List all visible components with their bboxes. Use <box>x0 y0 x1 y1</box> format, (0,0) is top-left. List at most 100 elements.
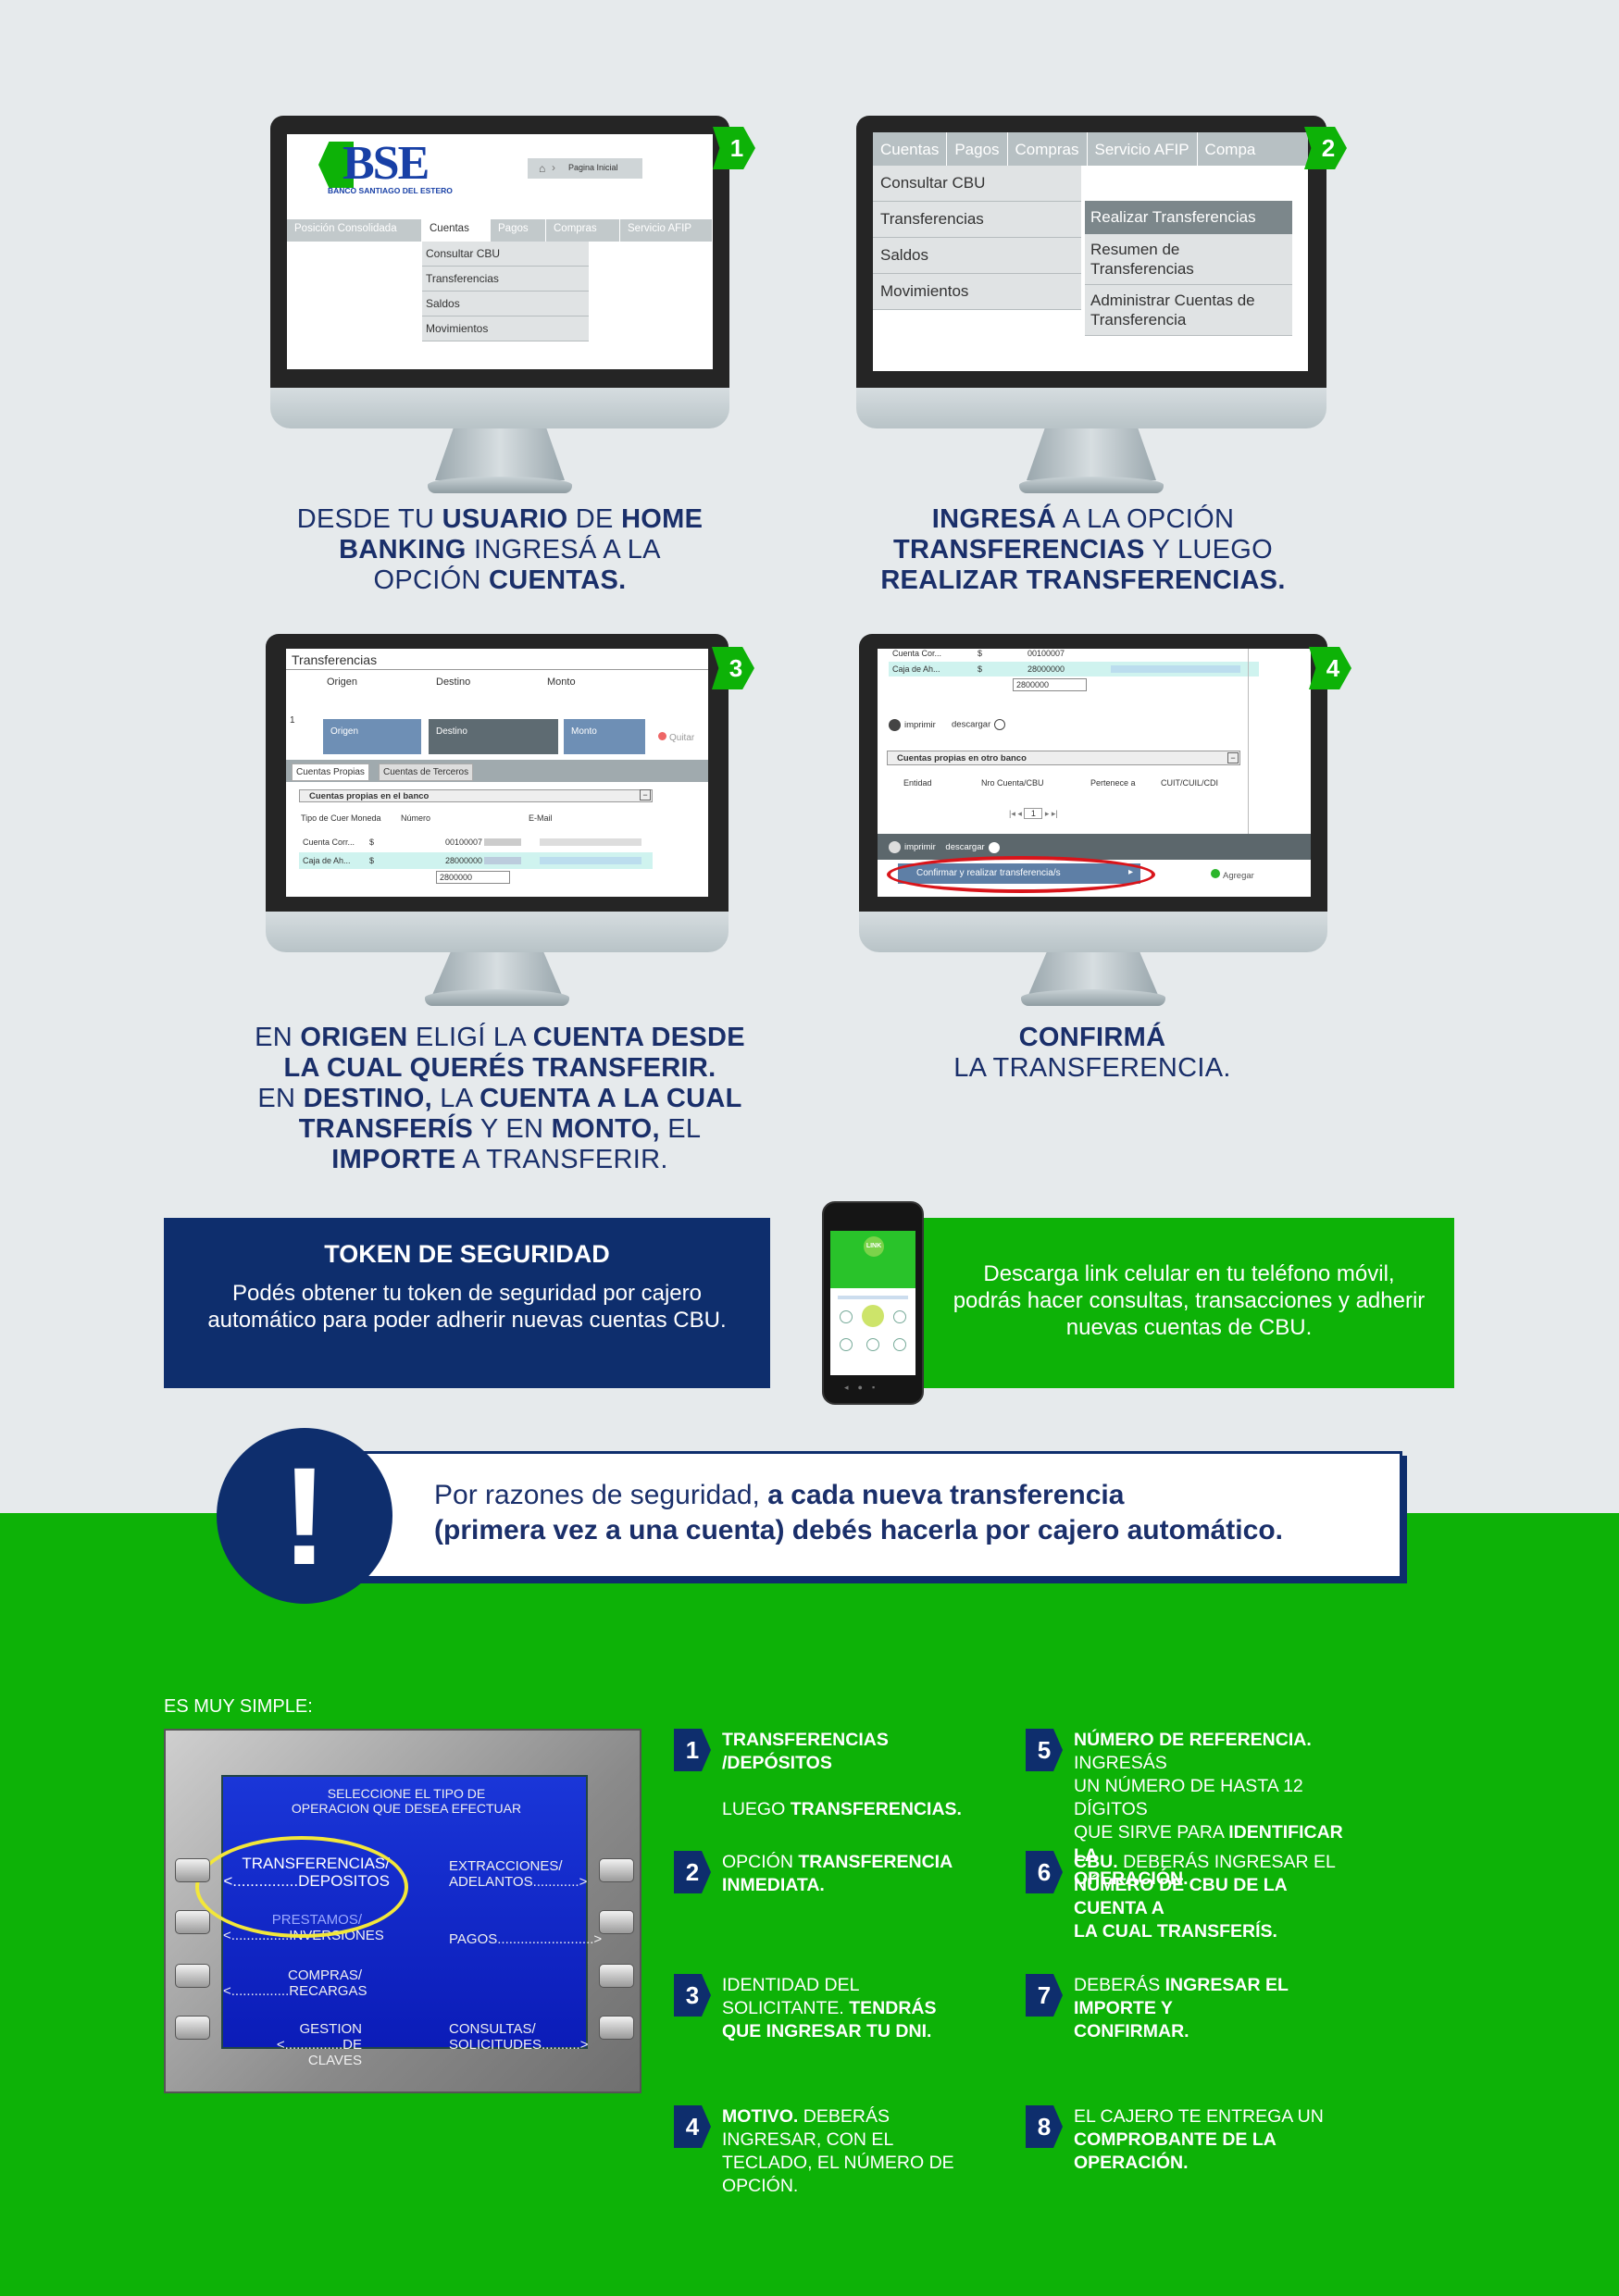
menu-compras[interactable]: Compras <box>546 219 620 242</box>
cuentas-submenu: Consultar CBU Transferencias Saldos Movi… <box>422 242 589 341</box>
tab-cuentas-terceros[interactable]: Cuentas de Terceros <box>379 763 474 781</box>
remove-icon <box>658 732 666 740</box>
download-icon <box>988 841 1000 853</box>
menu-pagos[interactable]: Pagos <box>491 219 546 242</box>
phone-screen: LINK <box>830 1231 915 1375</box>
flyout-resumen[interactable]: Resumen de Transferencias <box>1085 234 1292 285</box>
submenu-transferencias[interactable]: Transferencias <box>422 267 589 292</box>
monitor-3: Transferencias Origen Destino Monto 1 Or… <box>266 634 754 1013</box>
table-row[interactable]: Caja de Ah... $ 28000000 <box>889 662 1259 676</box>
submenu-movimientos[interactable]: Movimientos <box>422 316 589 341</box>
caption-step-3: EN ORIGEN ELIGÍ LA CUENTA DESDE LA CUAL … <box>255 1023 745 1174</box>
step-number: 4 <box>674 2105 711 2148</box>
link-body: Descarga link celular en tu teléfono móv… <box>953 1261 1426 1340</box>
number-tooltip: 2800000 <box>1013 678 1087 691</box>
monitor-3-screen: Transferencias Origen Destino Monto 1 Or… <box>286 649 708 897</box>
transfer-title: Transferencias <box>292 652 378 667</box>
destino-select[interactable]: Destino <box>429 719 558 754</box>
monto-input[interactable]: Monto <box>564 719 645 754</box>
collapse-icon[interactable]: − <box>1227 752 1239 763</box>
menu-cuentas[interactable]: Cuentas <box>422 219 491 242</box>
flyout-administrar[interactable]: Administrar Cuentas de Transferencia <box>1085 285 1292 336</box>
monitor-2-screen: Cuentas Pagos Compras Servicio AFIP Comp… <box>873 132 1308 371</box>
print-icon <box>889 841 901 853</box>
add-icon <box>1211 869 1220 878</box>
atm-option-compras[interactable]: COMPRAS/<...............RECARGAS <box>223 1967 367 1999</box>
print-link[interactable]: imprimir <box>889 719 936 731</box>
bse-logo: BSE BANCO SANTIAGO DEL ESTERO <box>318 137 467 197</box>
atm-highlight-ellipse <box>195 1836 408 1938</box>
home-button[interactable]: ⌂ › Pagina Inicial <box>528 158 642 179</box>
menu-afip[interactable]: Servicio AFIP <box>620 219 713 242</box>
link-info-box: Descarga link celular en tu teléfono móv… <box>924 1218 1454 1388</box>
number-tooltip: 2800000 <box>436 871 510 884</box>
monitor-4: Cuenta Cor... $ 00100007 Caja de Ah... $… <box>859 634 1351 1013</box>
flyout-realizar[interactable]: Realizar Transferencias <box>1085 201 1292 234</box>
atm-display: SELECCIONE EL TIPO DE OPERACION QUE DESE… <box>195 1775 603 2068</box>
table-row[interactable]: Cuenta Corr... $ 00100007 <box>299 834 653 850</box>
collapse-icon[interactable]: − <box>640 789 651 800</box>
menu2-compras[interactable]: Compras <box>1008 132 1088 166</box>
add-link[interactable]: Agregar <box>1211 869 1254 881</box>
phone-illustration: LINK ◂●▪ <box>822 1201 924 1405</box>
submenu2-saldos[interactable]: Saldos <box>873 238 1081 274</box>
token-body: Podés obtener tu token de seguridad por … <box>207 1281 727 1333</box>
atm-option-extracciones[interactable]: EXTRACCIONES/ADELANTOS............> <box>449 1858 588 1890</box>
table-row[interactable]: Cuenta Cor... $ 00100007 <box>892 649 1065 658</box>
step-number: 1 <box>674 1729 711 1771</box>
alert-text: Por razones de seguridad, a cada nueva t… <box>434 1480 1283 1545</box>
atm-left-key-1[interactable] <box>175 1858 210 1882</box>
caption-step-2: INGRESÁ A LA OPCIÓN TRANSFERENCIAS Y LUE… <box>880 504 1286 595</box>
menu2-afip[interactable]: Servicio AFIP <box>1088 132 1198 166</box>
monitor-1-screen: BSE BANCO SANTIAGO DEL ESTERO ⌂ › Pagina… <box>287 134 713 369</box>
main-menu: Posición Consolidada Cuentas Pagos Compr… <box>287 219 713 242</box>
atm-left-key-4[interactable] <box>175 2016 210 2040</box>
monitor-2: Cuentas Pagos Compras Servicio AFIP Comp… <box>856 116 1347 495</box>
submenu2-consultar-cbu[interactable]: Consultar CBU <box>873 166 1081 202</box>
menu2-pagos[interactable]: Pagos <box>947 132 1008 166</box>
step-number: 2 <box>674 1851 711 1893</box>
submenu2-movimientos[interactable]: Movimientos <box>873 274 1081 310</box>
origen-select[interactable]: Origen <box>323 719 421 754</box>
table-row[interactable]: Caja de Ah... $ 28000000 <box>299 852 653 869</box>
cuentas-submenu-2: Consultar CBU Transferencias Saldos Movi… <box>873 166 1081 310</box>
download-link[interactable]: descargar <box>952 719 1006 730</box>
atm-screen-illustration: SELECCIONE EL TIPO DE OPERACION QUE DESE… <box>164 1729 641 2093</box>
caption-step-1: DESDE TU USUARIO DE HOME BANKING INGRESÁ… <box>296 504 704 595</box>
tab-cuentas-propias[interactable]: Cuentas Propias <box>292 763 369 781</box>
menu2-compa[interactable]: Compa <box>1204 141 1256 158</box>
panel-cuentas-propias: Cuentas propias en el banco <box>299 789 653 802</box>
atm-option-gestion[interactable]: GESTION<...............DE CLAVES <box>276 2021 362 2068</box>
main-menu-2: Cuentas Pagos Compras Servicio AFIP Comp… <box>873 132 1308 166</box>
link-logo: LINK <box>864 1236 884 1257</box>
print-icon <box>889 719 901 731</box>
atm-right-key-4[interactable] <box>599 2016 634 2040</box>
submenu-saldos[interactable]: Saldos <box>422 292 589 316</box>
panel-otro-banco: Cuentas propias en otro banco <box>887 751 1240 765</box>
token-info-box: TOKEN DE SEGURIDAD Podés obtener tu toke… <box>164 1218 770 1388</box>
atm-option-pagos[interactable]: PAGOS.........................> <box>449 1931 603 1947</box>
confirm-highlight-ellipse <box>887 856 1155 893</box>
monitor-1: BSE BANCO SANTIAGO DEL ESTERO ⌂ › Pagina… <box>270 116 755 495</box>
quitar-button[interactable]: Quitar <box>658 732 694 743</box>
atm-left-key-3[interactable] <box>175 1964 210 1988</box>
security-alert-box: Por razones de seguridad, a cada nueva t… <box>342 1451 1402 1579</box>
atm-right-key-1[interactable] <box>599 1858 634 1882</box>
atm-option-consultas[interactable]: CONSULTAS/SOLICITUDES..........> <box>449 2021 589 2053</box>
pager[interactable]: |◂ ◂ 1 ▸ ▸| <box>1009 808 1058 819</box>
atm-left-key-2[interactable] <box>175 1910 210 1934</box>
submenu2-transferencias[interactable]: Transferencias <box>873 202 1081 238</box>
atm-right-key-3[interactable] <box>599 1964 634 1988</box>
atm-right-key-2[interactable] <box>599 1910 634 1934</box>
token-title: TOKEN DE SEGURIDAD <box>324 1240 610 1268</box>
print-link-2[interactable]: imprimir descargar <box>889 841 1000 853</box>
menu2-cuentas[interactable]: Cuentas <box>873 132 948 166</box>
monitor-4-screen: Cuenta Cor... $ 00100007 Caja de Ah... $… <box>878 649 1311 897</box>
menu-posicion[interactable]: Posición Consolidada <box>287 219 422 242</box>
submenu-consultar-cbu[interactable]: Consultar CBU <box>422 242 589 267</box>
